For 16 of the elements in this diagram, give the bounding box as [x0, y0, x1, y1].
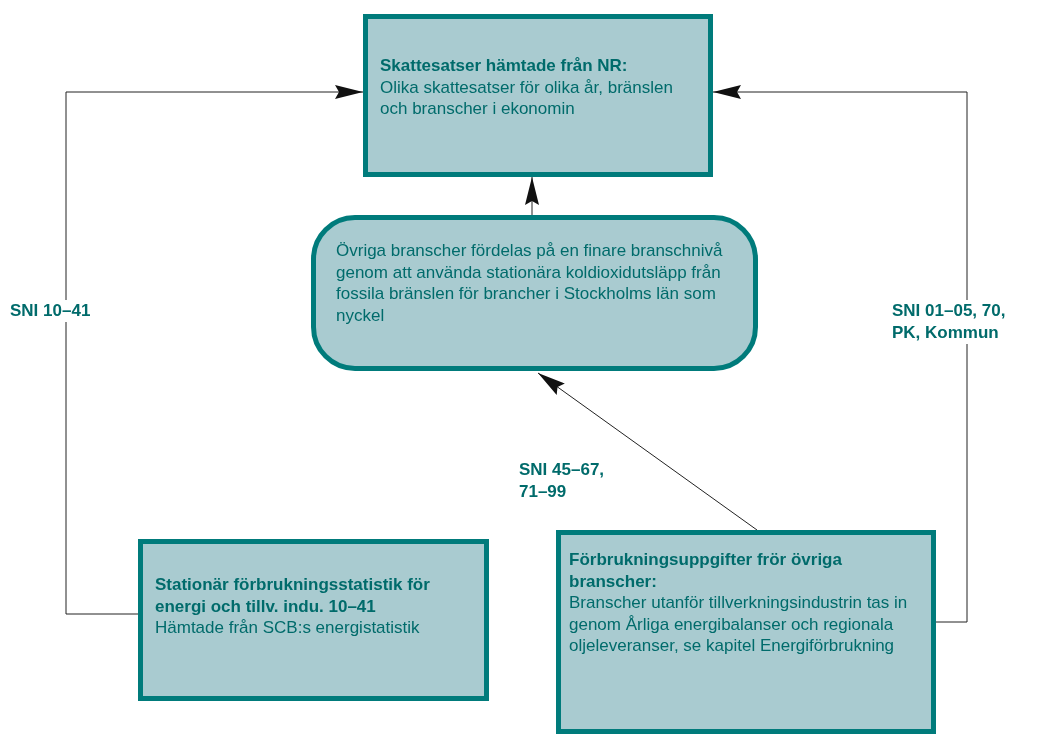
arrow	[537, 372, 758, 531]
process-box	[138, 539, 489, 701]
arrow	[525, 176, 539, 216]
arrow	[712, 85, 968, 623]
box-heading: Stationär förbrukningsstatistik för energi och tillv. indu. 10–41	[155, 574, 431, 617]
arrow	[65, 85, 364, 615]
box-text: Övriga branscher fördelas på en finare branschnivå genom att använda stationära koldioxidutsläpp från fossila bränslen för brancher i Stockholms län som nyckel	[336, 240, 724, 326]
box-heading: Skattesatser hämtade från NR:	[380, 55, 629, 77]
box-heading: Förbrukningsuppgifter frör övriga branscher:	[569, 549, 843, 592]
rounded-process-box	[311, 215, 758, 371]
box-text: Olika skattesatser för olika år, bränslen och branscher i ekonomin	[380, 76, 674, 120]
edge-label: SNI 10–41	[8, 300, 93, 322]
process-box	[556, 530, 936, 734]
box-text: Branscher utanför tillverkningsindustrin tas in genom Årliga energibalanser och regionala oljeleveranser, se kapitel Energiförbrukning	[569, 592, 909, 657]
box-text: Hämtade från SCB:s energistatistik	[155, 617, 421, 639]
process-box	[363, 14, 713, 177]
